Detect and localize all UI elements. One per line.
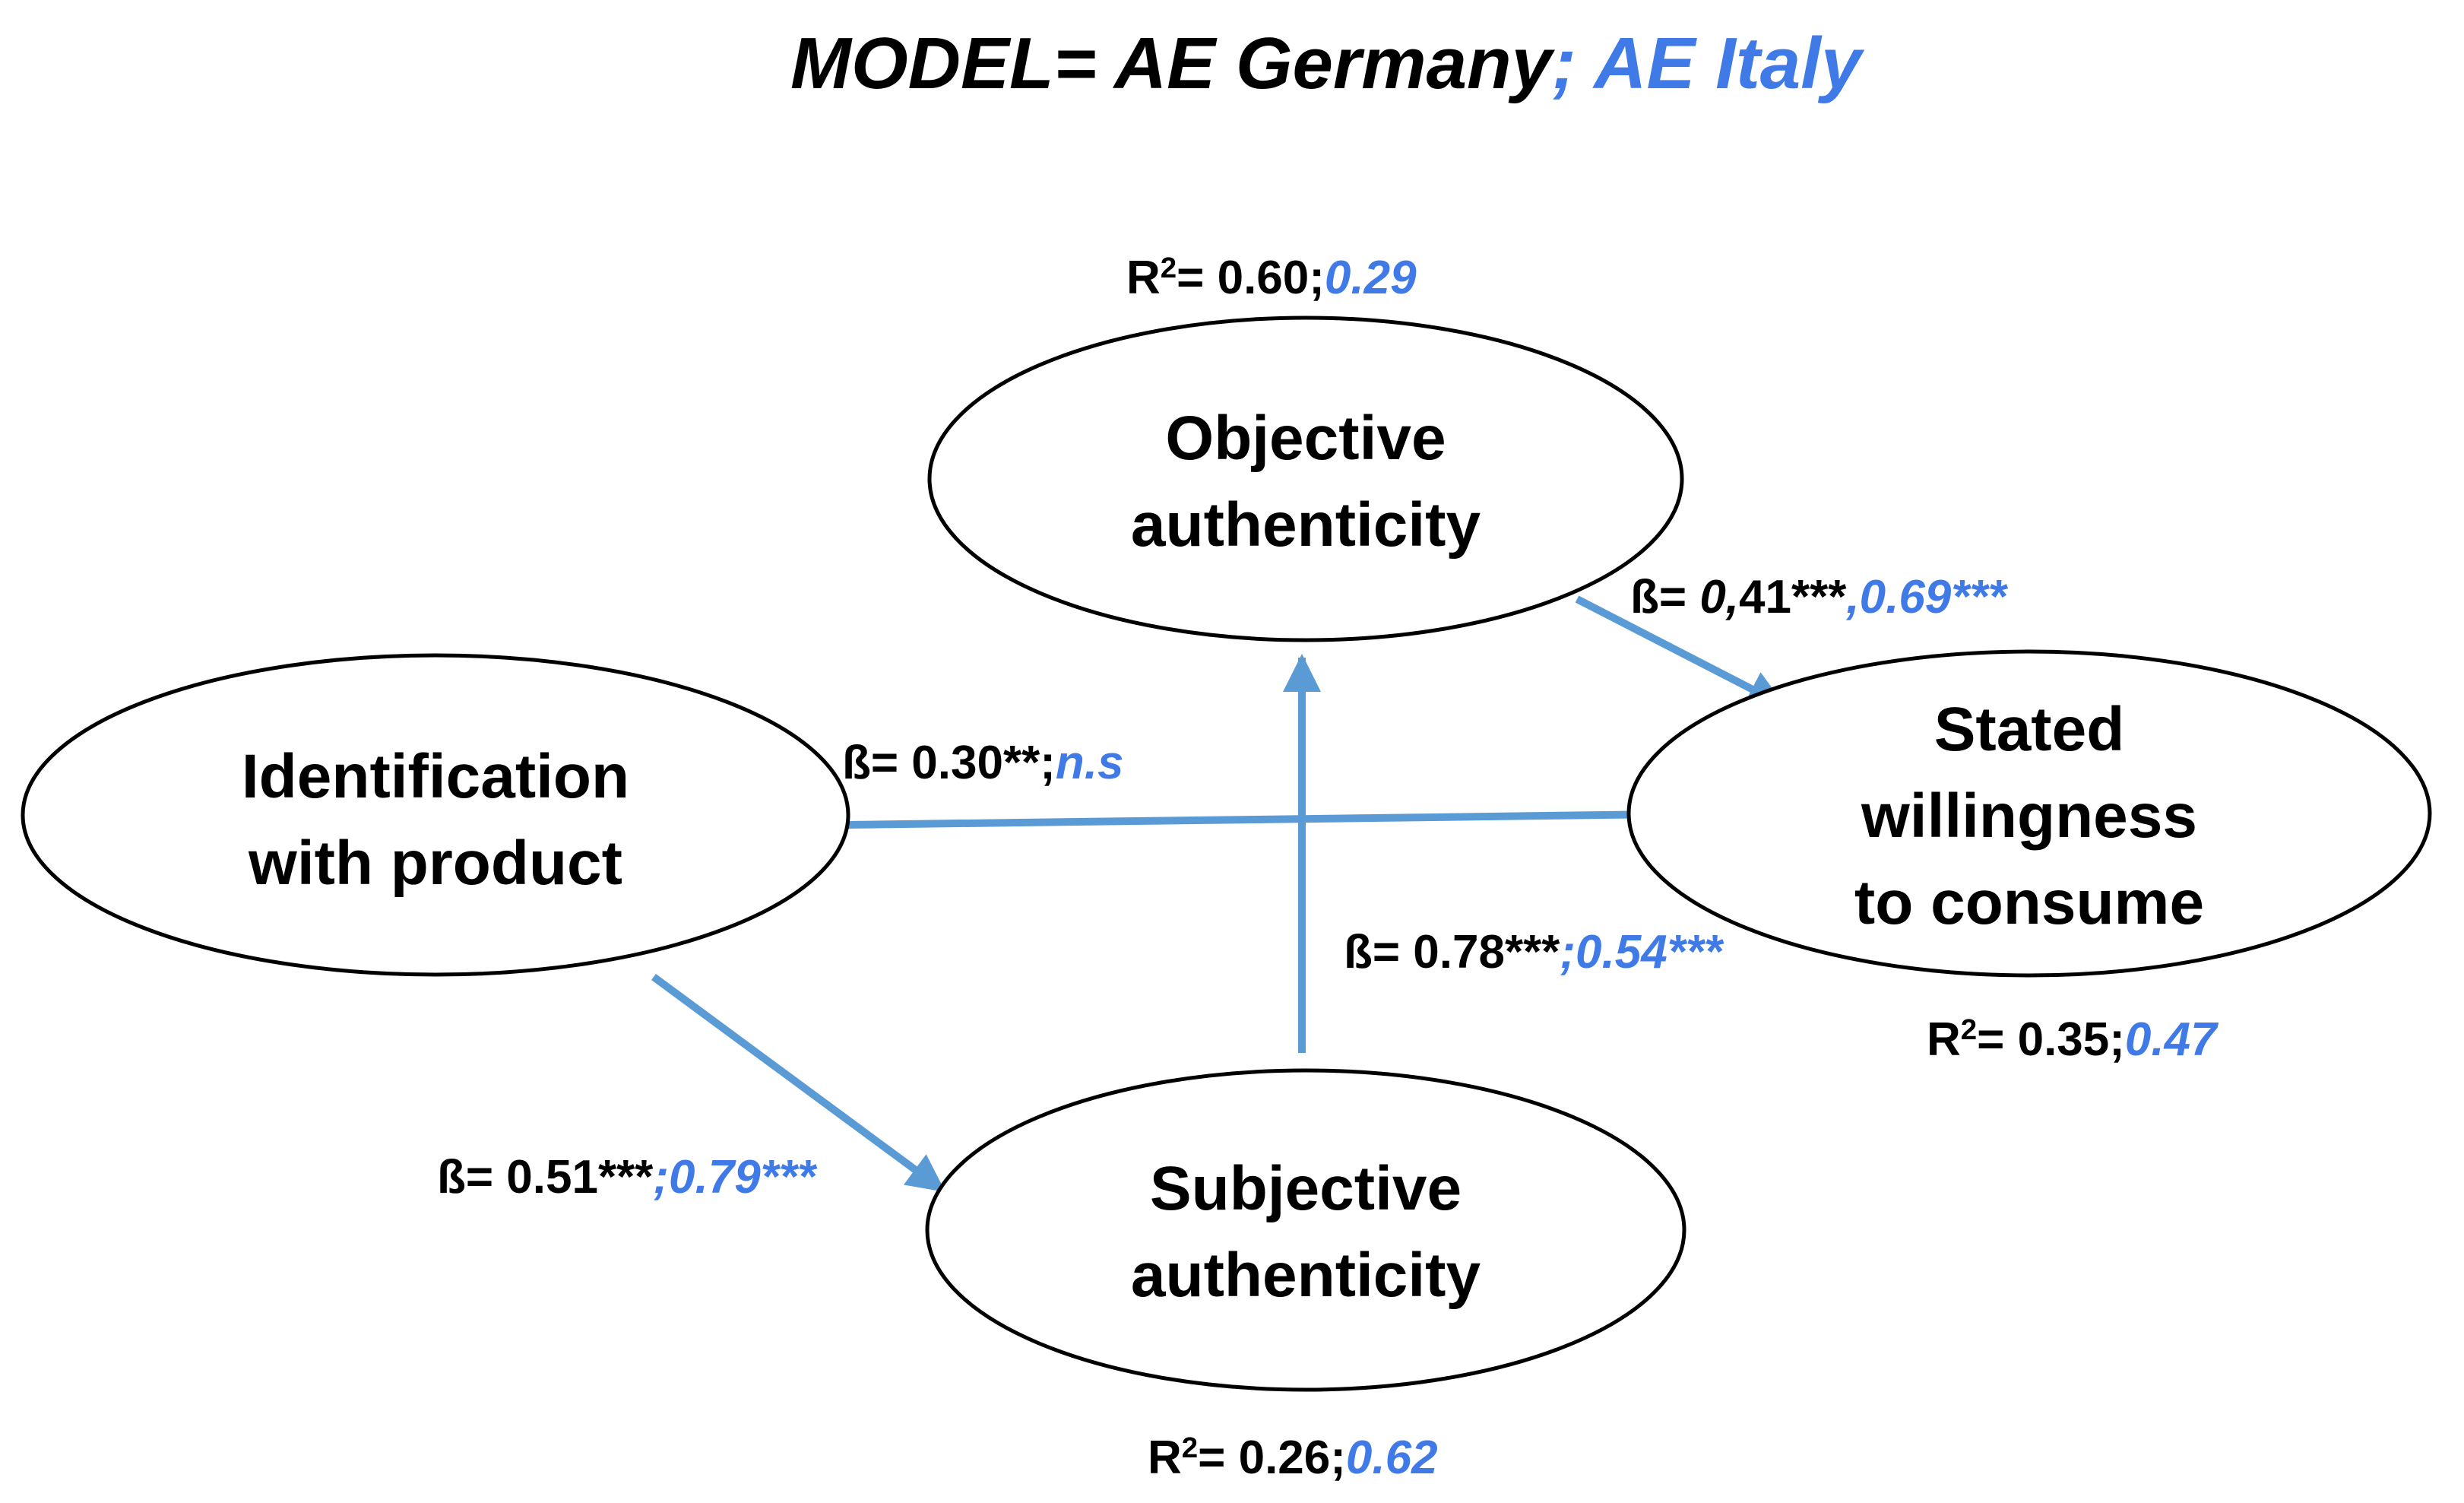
diagram-title: MODEL= AE Germany; AE Italy	[790, 27, 1861, 100]
coef-subjective-to-objective: ß= 0.78***;0.54***	[1344, 929, 1722, 976]
r2-objective: R2= 0.60;0.29	[1126, 251, 1417, 304]
coef-obj-it: ,0.69***	[1846, 571, 2006, 623]
objective-line1: Objective	[1165, 404, 1446, 473]
node-subjective-authenticity	[925, 1068, 1686, 1392]
r2-objective-exp: 2	[1160, 251, 1177, 284]
coef-obj-prefix: ß=	[1630, 571, 1700, 623]
coef-subj-obj-it: ;0.54***	[1560, 926, 1723, 978]
coef-ident-subj-it: ;0.79***	[653, 1151, 816, 1203]
subjective-line2: authenticity	[1130, 1241, 1481, 1310]
objective-line2: authenticity	[1130, 490, 1481, 560]
r2-objective-it: 0.29	[1324, 252, 1417, 304]
coef-subj-obj-de: ß= 0.78***	[1344, 926, 1560, 978]
identification-line2: with product	[249, 829, 622, 898]
node-identification-with-product	[21, 653, 850, 977]
title-germany: MODEL= AE Germany	[790, 23, 1553, 104]
coef-ident-subj-de: ß= 0.51***	[437, 1151, 654, 1203]
subjective-label: Subjective authenticity	[927, 1146, 1684, 1319]
stated-line3: to consume	[1854, 868, 2205, 937]
r2-subjective: R2= 0.26;0.62	[1148, 1431, 1438, 1484]
objective-label: Objective authenticity	[930, 395, 1682, 569]
r2-stated-prefix: R	[1927, 1013, 1961, 1066]
stated-label: Stated willingness to consume	[1629, 686, 2430, 947]
identification-line1: Identification	[241, 742, 630, 811]
node-stated-willingness	[1626, 649, 2432, 978]
r2-objective-prefix: R	[1126, 252, 1161, 304]
r2-stated-it: 0.47	[2124, 1013, 2217, 1066]
r2-subjective-it: 0.62	[1345, 1432, 1438, 1484]
title-italy: ; AE Italy	[1552, 23, 1862, 104]
r2-subjective-exp: 2	[1181, 1431, 1199, 1464]
r2-subjective-de: = 0.26;	[1198, 1432, 1346, 1484]
r2-objective-de: = 0.60;	[1177, 252, 1325, 304]
r2-stated-exp: 2	[1960, 1013, 1978, 1046]
path-arrow-identification-to-stated	[844, 795, 1668, 834]
r2-stated-de: = 0.35;	[1977, 1013, 2125, 1066]
coef-obj-de-rest: 41***	[1739, 571, 1847, 623]
r2-subjective-prefix: R	[1148, 1432, 1182, 1484]
path-arrow-objective-to-stated	[1575, 595, 1786, 709]
stated-line1: Stated	[1934, 695, 2125, 764]
stated-line2: willingness	[1861, 782, 2197, 851]
path-arrow-identification-to-subjective	[651, 973, 946, 1194]
coef-identification-to-stated: ß= 0.30**;n.s	[842, 740, 1123, 787]
identification-label: Identification with product	[23, 734, 848, 907]
subjective-line1: Subjective	[1149, 1154, 1462, 1223]
coef-ident-stated-it: n.s	[1055, 737, 1124, 789]
r2-stated: R2= 0.35;0.47	[1927, 1013, 2217, 1066]
node-objective-authenticity	[927, 316, 1684, 642]
coef-obj-de-italic: 0,	[1699, 571, 1740, 623]
coef-objective-to-stated: ß= 0,41***,0.69***	[1630, 574, 2006, 621]
coef-ident-stated-de: ß= 0.30**;	[842, 737, 1056, 789]
coef-identification-to-subjective: ß= 0.51***;0.79***	[437, 1154, 816, 1201]
